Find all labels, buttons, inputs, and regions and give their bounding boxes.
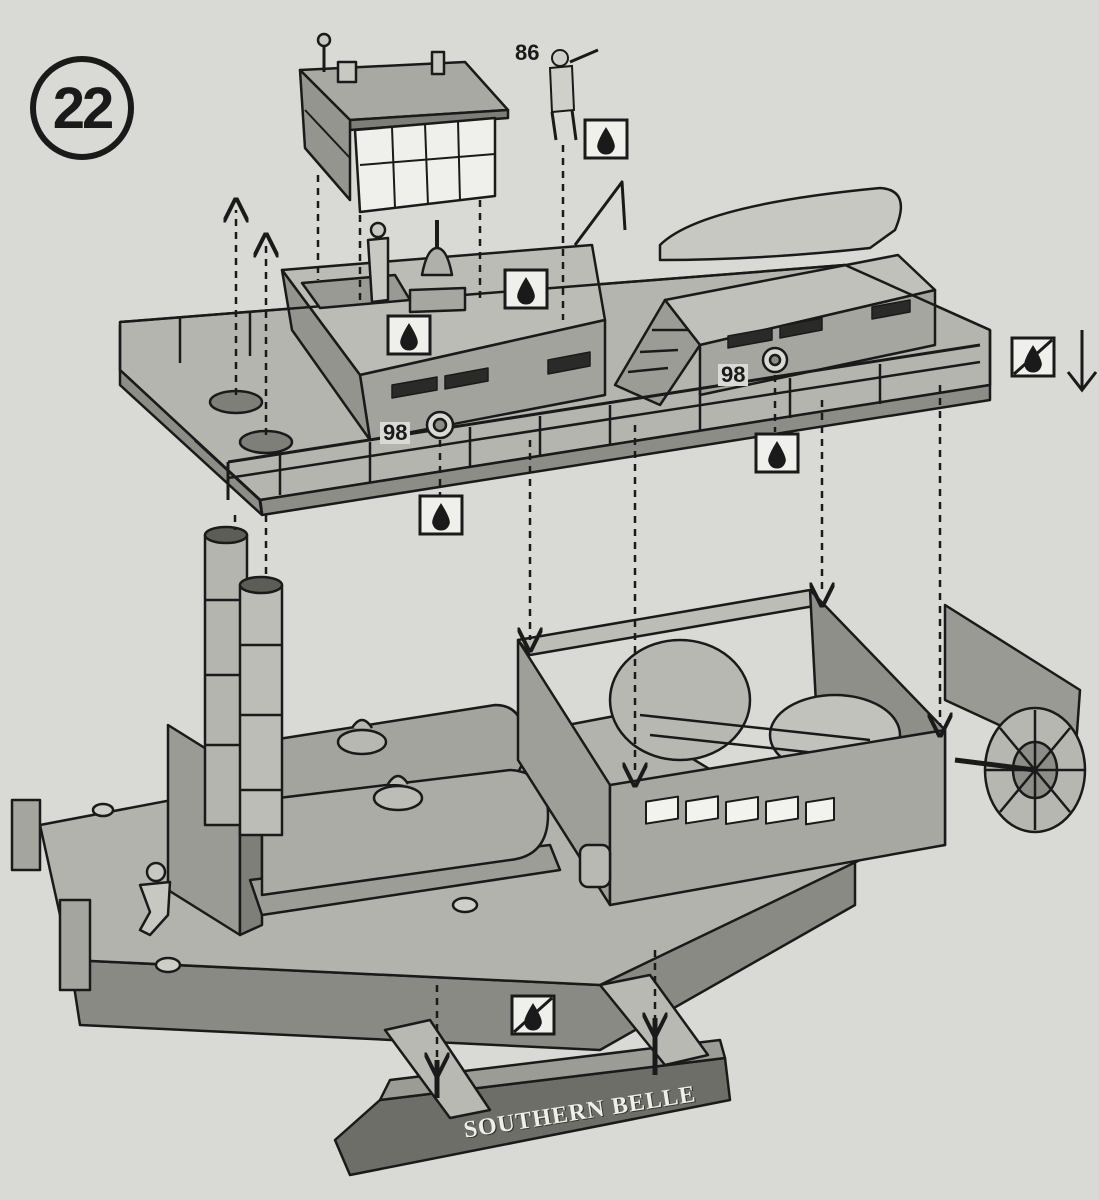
no-glue-icon (1010, 336, 1056, 378)
ship-bell (408, 220, 467, 314)
smokestacks (203, 525, 284, 837)
step-number-badge: 22 (30, 56, 134, 160)
crew-figure (138, 861, 172, 937)
part-label-lifebuoy-left: 98 (380, 422, 411, 444)
glue-drop-icon (418, 494, 464, 536)
assembly-guides (235, 145, 940, 1065)
glue-drop-icon (754, 432, 800, 474)
upper-deck (118, 180, 992, 517)
pilot-house (298, 32, 510, 214)
part-label-figure: 86 (512, 42, 543, 64)
lower-hull (10, 525, 1087, 1052)
glue-drop-icon (583, 118, 629, 160)
no-glue-icon (510, 994, 556, 1036)
glue-drop-icon (503, 268, 549, 310)
part-label-lifebuoy-right: 98 (718, 364, 749, 386)
figure-86 (548, 48, 599, 141)
glue-drop-icon (386, 314, 432, 356)
paddlewheel (943, 603, 1087, 834)
arrow-icon (1066, 330, 1098, 393)
